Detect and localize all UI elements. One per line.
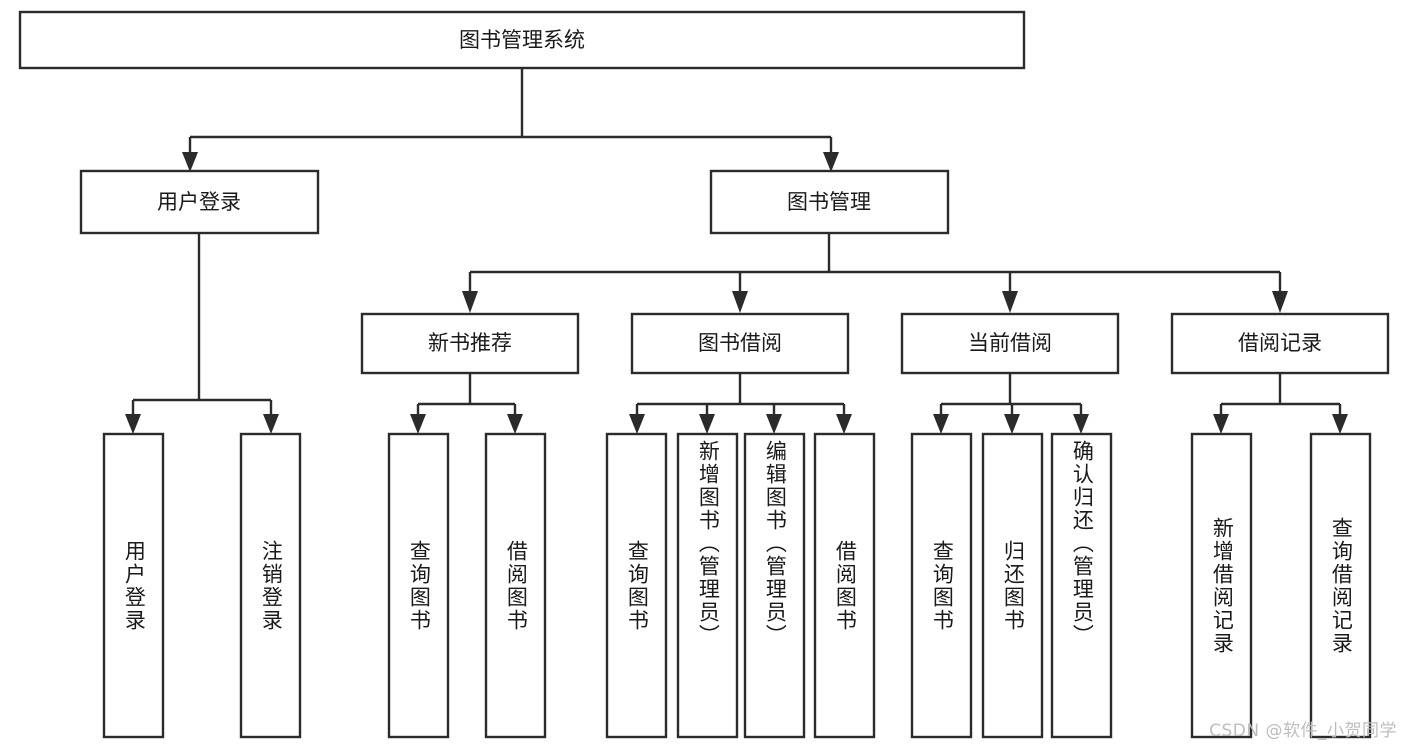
node-leaf-user-login[interactable] bbox=[102, 432, 165, 739]
connector-root-to-level2 bbox=[182, 68, 839, 172]
node-user-login[interactable]: 用户登录 bbox=[79, 169, 320, 235]
arrow-head-leaf-edit-book bbox=[766, 414, 782, 434]
node-current-borrow[interactable]: 当前借阅 bbox=[900, 312, 1120, 375]
arrow-head-leaf-add-record bbox=[1213, 414, 1229, 434]
arrow-head-leaf-query-book-2 bbox=[629, 414, 645, 434]
node-leaf-query-record[interactable] bbox=[1309, 432, 1372, 739]
node-root[interactable]: 图书管理系统 bbox=[18, 10, 1026, 70]
node-book-borrow-label: 图书借阅 bbox=[698, 331, 782, 355]
arrow-head-leaf-query-record bbox=[1332, 414, 1348, 434]
connector-book-borrow-to-leaves bbox=[629, 373, 852, 434]
arrow-head-leaf-borrow-book-1 bbox=[507, 414, 523, 434]
node-borrow-record-label: 借阅记录 bbox=[1238, 331, 1322, 355]
arrow-head-leaf-borrow-book-2 bbox=[836, 414, 852, 434]
node-new-book-recommend[interactable]: 新书推荐 bbox=[360, 312, 580, 375]
node-current-borrow-label: 当前借阅 bbox=[968, 331, 1052, 355]
arrow-head-current-borrow bbox=[1002, 291, 1018, 313]
node-borrow-record[interactable]: 借阅记录 bbox=[1170, 312, 1390, 375]
arrow-head-leaf-user-logout bbox=[263, 414, 279, 434]
node-leaf-borrow-book-1[interactable] bbox=[484, 432, 547, 739]
arrow-head-leaf-return-book bbox=[1004, 414, 1020, 434]
arrow-head-borrow-record bbox=[1272, 291, 1288, 313]
node-book-manage[interactable]: 图书管理 bbox=[709, 169, 950, 235]
arrow-head-leaf-confirm-return bbox=[1073, 414, 1089, 434]
node-leaf-confirm-return[interactable] bbox=[1050, 432, 1113, 739]
node-leaf-borrow-book-2[interactable] bbox=[813, 432, 876, 739]
connector-current-borrow-to-leaves bbox=[933, 373, 1089, 434]
arrow-head-new-book-recommend bbox=[462, 291, 478, 313]
arrow-head-leaf-add-book bbox=[699, 414, 715, 434]
arrow-head-leaf-user-login bbox=[125, 414, 141, 434]
node-leaf-return-book[interactable] bbox=[981, 432, 1044, 739]
node-root-label: 图书管理系统 bbox=[459, 28, 585, 52]
arrow-head-book-borrow bbox=[732, 291, 748, 313]
node-leaf-query-book-1[interactable] bbox=[387, 432, 450, 739]
connector-user-login-to-leaves bbox=[125, 233, 279, 434]
node-user-login-label: 用户登录 bbox=[157, 190, 241, 214]
node-leaf-user-logout[interactable] bbox=[239, 432, 302, 739]
node-leaf-query-book-3[interactable] bbox=[910, 432, 973, 739]
node-book-borrow[interactable]: 图书借阅 bbox=[630, 312, 850, 375]
node-book-manage-label: 图书管理 bbox=[787, 190, 871, 214]
node-new-book-recommend-label: 新书推荐 bbox=[428, 331, 512, 355]
node-leaf-add-record[interactable] bbox=[1190, 432, 1253, 739]
csdn-watermark: CSDN @软件_小贺同学 bbox=[1209, 721, 1397, 741]
arrow-head-user-login bbox=[182, 152, 198, 172]
arrow-head-book-manage bbox=[823, 152, 839, 172]
connector-new-book-recommend-to-leaves bbox=[410, 373, 523, 434]
arrow-head-leaf-query-book-3 bbox=[933, 414, 949, 434]
connector-borrow-record-to-leaves bbox=[1213, 373, 1348, 434]
node-leaf-add-book[interactable] bbox=[676, 432, 739, 739]
arrow-head-leaf-query-book-1 bbox=[410, 414, 426, 434]
node-leaf-edit-book[interactable] bbox=[743, 432, 806, 739]
node-leaf-query-book-2[interactable] bbox=[605, 432, 668, 739]
connector-book-manage-to-level3 bbox=[462, 233, 1288, 313]
